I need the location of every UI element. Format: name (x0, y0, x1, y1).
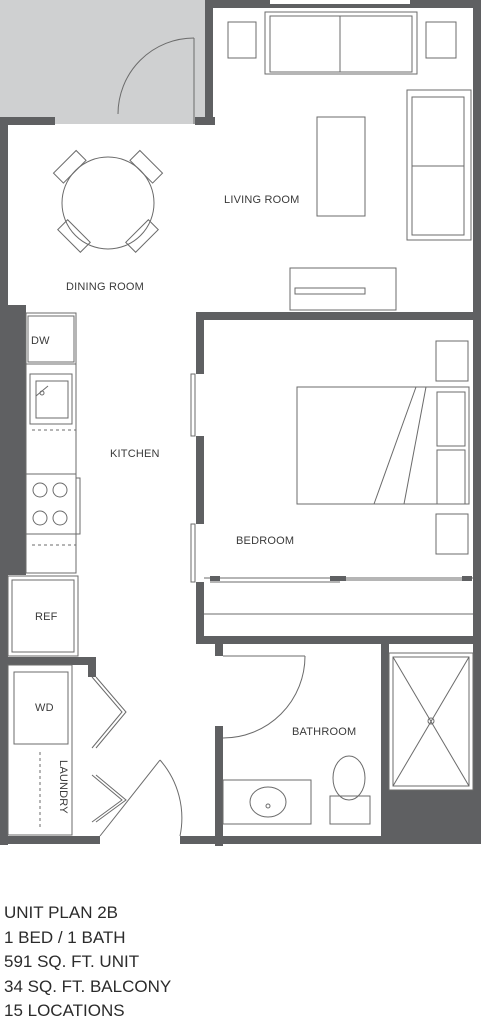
side-table-right (425, 21, 457, 59)
unit-area: 591 SQ. FT. UNIT (4, 952, 140, 971)
shower (388, 652, 474, 791)
dishwasher-label: DW (31, 335, 50, 347)
corridor-area (0, 0, 212, 124)
toilet (329, 755, 371, 825)
bathroom-door (222, 655, 306, 739)
walls (0, 0, 481, 846)
dining-table (52, 149, 164, 253)
kitchen-label: KITCHEN (110, 448, 160, 460)
side-table-left (227, 21, 257, 59)
front-door (99, 759, 183, 837)
living-room-label: LIVING ROOM (224, 194, 300, 206)
bedroom-label: BEDROOM (236, 535, 294, 547)
refrigerator (7, 575, 79, 657)
entry-door (117, 37, 195, 124)
balcony-area: 34 SQ. FT. BALCONY (4, 976, 172, 996)
washer-dryer-label: WD (35, 702, 54, 714)
vanity (222, 779, 312, 825)
dining-room-label: DINING ROOM (66, 281, 144, 293)
unit-info: UNIT PLAN 2B 1 BED / 1 BATH 591 SQ. FT. … (4, 901, 171, 1024)
bathroom-label: BATHROOM (292, 726, 356, 738)
refrigerator-label: REF (35, 611, 58, 623)
beds-baths: 1 BED / 1 BATH (4, 927, 126, 947)
laundry-closet (7, 664, 127, 836)
closet (204, 576, 473, 615)
locations-count: 15 LOCATIONS (4, 1001, 125, 1020)
kitchen-counter (25, 312, 81, 574)
bedroom-door (190, 373, 196, 583)
sofa-top (264, 11, 418, 75)
laundry-label: LAUNDRY (57, 760, 69, 814)
sofa-right (406, 89, 472, 241)
tv-console (289, 267, 397, 311)
nightstand-top (435, 340, 469, 382)
bed (296, 386, 470, 505)
unit-plan-name: UNIT PLAN 2B (4, 903, 119, 922)
coffee-table (316, 116, 366, 217)
floor-plan: LIVING ROOM DINING ROOM KITCHEN BEDROOM … (0, 0, 481, 846)
nightstand-bottom (435, 513, 469, 555)
